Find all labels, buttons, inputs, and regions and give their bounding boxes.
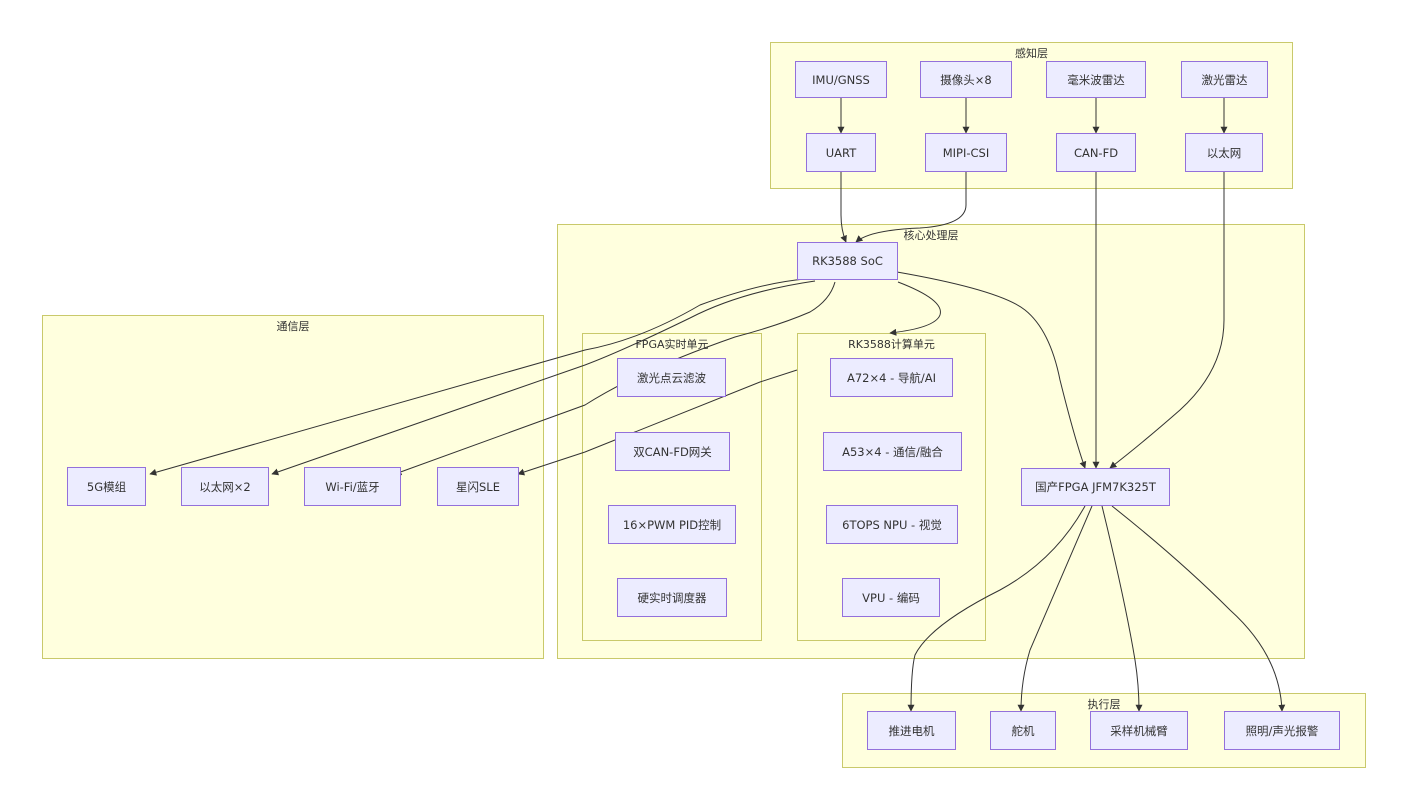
cluster-title-exec: 执行层: [1087, 698, 1121, 711]
cluster-title-perception: 感知层: [1015, 47, 1048, 60]
node-npu[interactable]: 6TOPS NPU - 视觉: [826, 505, 958, 544]
node-propulsion-motor[interactable]: 推进电机: [867, 711, 956, 750]
node-light-alarm[interactable]: 照明/声光报警: [1224, 711, 1340, 750]
node-sle[interactable]: 星闪SLE: [437, 467, 519, 506]
node-servo[interactable]: 舵机: [990, 711, 1056, 750]
node-sampling-arm[interactable]: 采样机械臂: [1090, 711, 1188, 750]
node-camera[interactable]: 摄像头×8: [920, 61, 1012, 98]
node-vpu[interactable]: VPU - 编码: [842, 578, 940, 617]
node-imu-gnss[interactable]: IMU/GNSS: [795, 61, 887, 98]
node-fpga-jfm7k325t[interactable]: 国产FPGA JFM7K325T: [1021, 468, 1170, 506]
node-rk3588-soc[interactable]: RK3588 SoC: [797, 242, 898, 280]
node-wifi-bluetooth[interactable]: Wi-Fi/蓝牙: [304, 467, 401, 506]
cluster-title-fpga-unit: FPGA实时单元: [635, 338, 709, 351]
node-can-fd[interactable]: CAN-FD: [1056, 133, 1136, 172]
node-pointcloud-filter[interactable]: 激光点云滤波: [617, 358, 726, 397]
node-dual-canfd-gateway[interactable]: 双CAN-FD网关: [615, 432, 730, 471]
node-mipi-csi[interactable]: MIPI-CSI: [925, 133, 1007, 172]
node-uart[interactable]: UART: [806, 133, 876, 172]
node-pwm-pid[interactable]: 16×PWM PID控制: [608, 505, 736, 544]
node-5g-module[interactable]: 5G模组: [67, 467, 146, 506]
node-ethernet-x2[interactable]: 以太网×2: [181, 467, 269, 506]
cluster-title-core: 核心处理层: [903, 229, 959, 242]
node-ethernet[interactable]: 以太网: [1185, 133, 1263, 172]
cluster-title-rk-unit: RK3588计算单元: [848, 338, 935, 351]
node-rt-scheduler[interactable]: 硬实时调度器: [617, 578, 727, 617]
node-a72[interactable]: A72×4 - 导航/AI: [830, 358, 953, 397]
node-mmwave-radar[interactable]: 毫米波雷达: [1046, 61, 1146, 98]
node-lidar[interactable]: 激光雷达: [1181, 61, 1268, 98]
cluster-title-comm: 通信层: [276, 320, 310, 333]
node-a53[interactable]: A53×4 - 通信/融合: [823, 432, 962, 471]
